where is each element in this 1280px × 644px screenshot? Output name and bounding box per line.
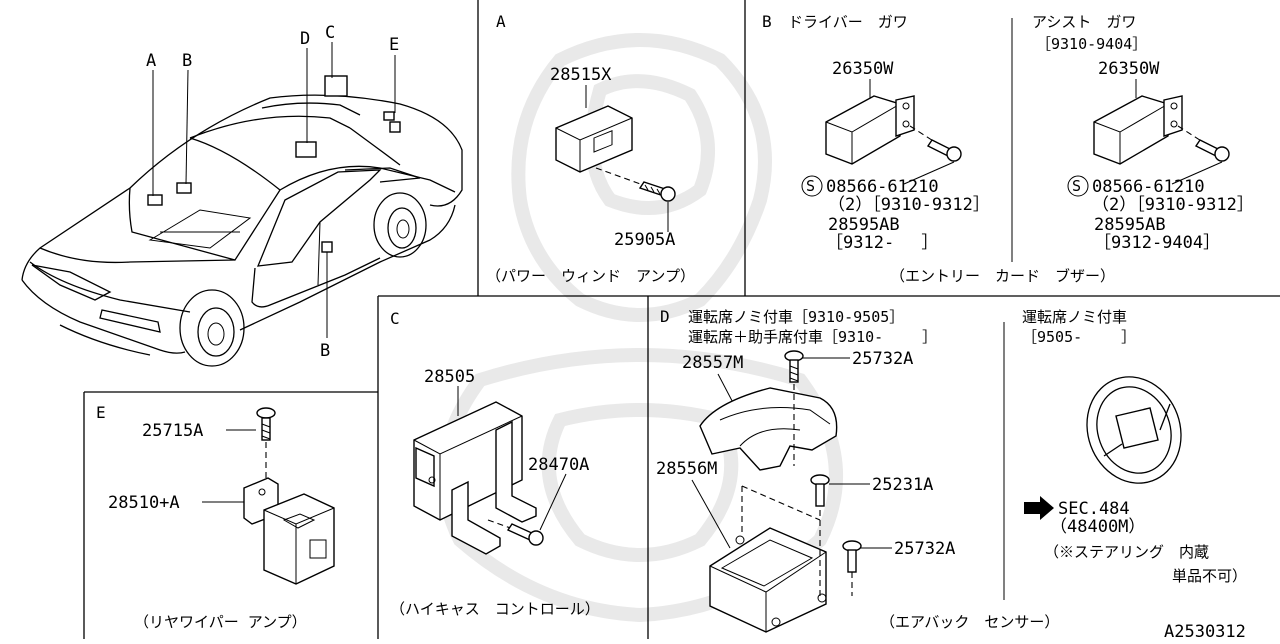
label-08566-right: 08566-61210 [1092,177,1205,197]
label-alt-date-right: ［9312-9404］ [1094,233,1220,253]
panel-d-line1: 運転席ノミ付車［9310-9505］ [688,308,904,326]
panel-b-letter: B [762,12,772,31]
label-28556m: 28556M [656,459,717,479]
screw-s-marker-left [801,175,823,197]
label-25732a-low: 25732A [894,539,955,559]
label-28595ab-right: 28595AB [1094,215,1166,235]
power-window-amp-illustration [555,105,633,173]
panel-d-right-title: 運転席ノミ付車 [1022,308,1127,326]
sensor-cover-illustration [699,387,838,471]
panel-e: E 25715A 28510+A （リヤワイパー アンプ） [96,403,335,631]
panel-c-letter: C [390,309,400,328]
figure-id: A2530312 [1164,622,1246,639]
rear-wiper-amp-illustration [243,477,335,585]
panel-b-date-right: ［9310-9404］ [1036,35,1147,53]
steering-wheel-illustration [1086,376,1182,484]
steering-note-2: 単品不可） [1172,567,1247,585]
label-26350w-left: 26350W [832,59,894,79]
panel-e-letter: E [96,403,106,422]
callout-b: B [182,51,192,71]
callout-e: E [389,35,399,55]
entry-buzzer-left-illustration [825,95,915,165]
car-overview-illustration [21,42,463,367]
s-letter-right: S [1072,177,1081,195]
panel-b-title-right: アシスト ガワ [1032,13,1136,31]
label-25715a: 25715A [142,421,203,441]
label-25231a: 25231A [872,475,933,495]
label-28510a: 28510+A [108,493,180,513]
steering-note-1: （※ステアリング 内蔵 [1044,543,1209,561]
label-25905a: 25905A [614,230,675,250]
panel-d-right-date: ［9505- ］ [1022,328,1136,346]
label-28470a: 28470A [528,455,589,475]
screw-25905a-illustration [638,181,676,202]
label-qty-date-left: （2）［9310-9312］ [828,195,990,215]
panel-b-caption: （エントリー カード ブザー） [890,267,1115,285]
label-08566-left: 08566-61210 [826,177,939,197]
panel-d-caption: （エアバック センサー） [880,613,1059,631]
label-28515x: 28515X [550,65,612,85]
label-28595ab-left: 28595AB [828,215,900,235]
panel-d-line2: 運転席＋助手席付車［9310- ］ [688,328,937,346]
callout-b-door: B [320,341,330,361]
screw-left-illustration [926,139,962,162]
airbag-sensor-illustration [709,527,827,633]
bolt-25715a-illustration [256,407,276,441]
s-letter-left: S [806,177,815,195]
panel-a: A 28515X 25905A （パワー ウィンド アンプ） [486,12,695,285]
label-26350w-right: 26350W [1098,59,1160,79]
bolt-28470a-illustration [506,523,544,546]
label-28505: 28505 [424,367,475,387]
bolt-25732a-top-illustration [784,350,804,383]
panel-borders [83,0,1280,639]
panel-c-caption: （ハイキャス コントロール） [390,600,600,618]
panel-c: C 28505 28470A （ハイキャス コントロール） [390,309,600,618]
label-alt-date-left: ［9312- ］ [826,233,938,253]
panel-b: B ドライバー ガワ アシスト ガワ ［9310-9404］ 26350W S … [762,12,1254,285]
label-28557m: 28557M [682,353,743,373]
screw-right-illustration [1194,139,1230,162]
sec-reference: SEC.484 [1058,499,1130,519]
panel-d: D 運転席ノミ付車［9310-9505］ 運転席＋助手席付車［9310- ］ 運… [656,307,1247,633]
callout-a: A [146,51,156,71]
entry-buzzer-right-illustration [1093,95,1183,165]
panel-b-title-left: ドライバー ガワ [788,13,908,31]
panel-e-caption: （リヤワイパー アンプ） [134,613,307,631]
panel-a-caption: （パワー ウィンド アンプ） [486,267,695,285]
callout-c: C [325,23,335,43]
car-callout-labels: A B C D E B [146,23,399,361]
bolt-25231a-illustration [810,474,830,507]
label-qty-date-right: （2）［9310-9312］ [1092,195,1254,215]
screw-s-marker-right [1067,175,1089,197]
hicas-control-unit-illustration [413,401,537,555]
sec-part-number: （48400M） [1050,517,1145,537]
label-25732a-top: 25732A [852,349,913,369]
sec-arrow-icon [1024,496,1054,520]
callout-d: D [300,29,310,49]
panel-d-letter: D [660,307,670,326]
panel-a-letter: A [496,12,506,31]
bolt-25732a-low-illustration [842,540,862,573]
